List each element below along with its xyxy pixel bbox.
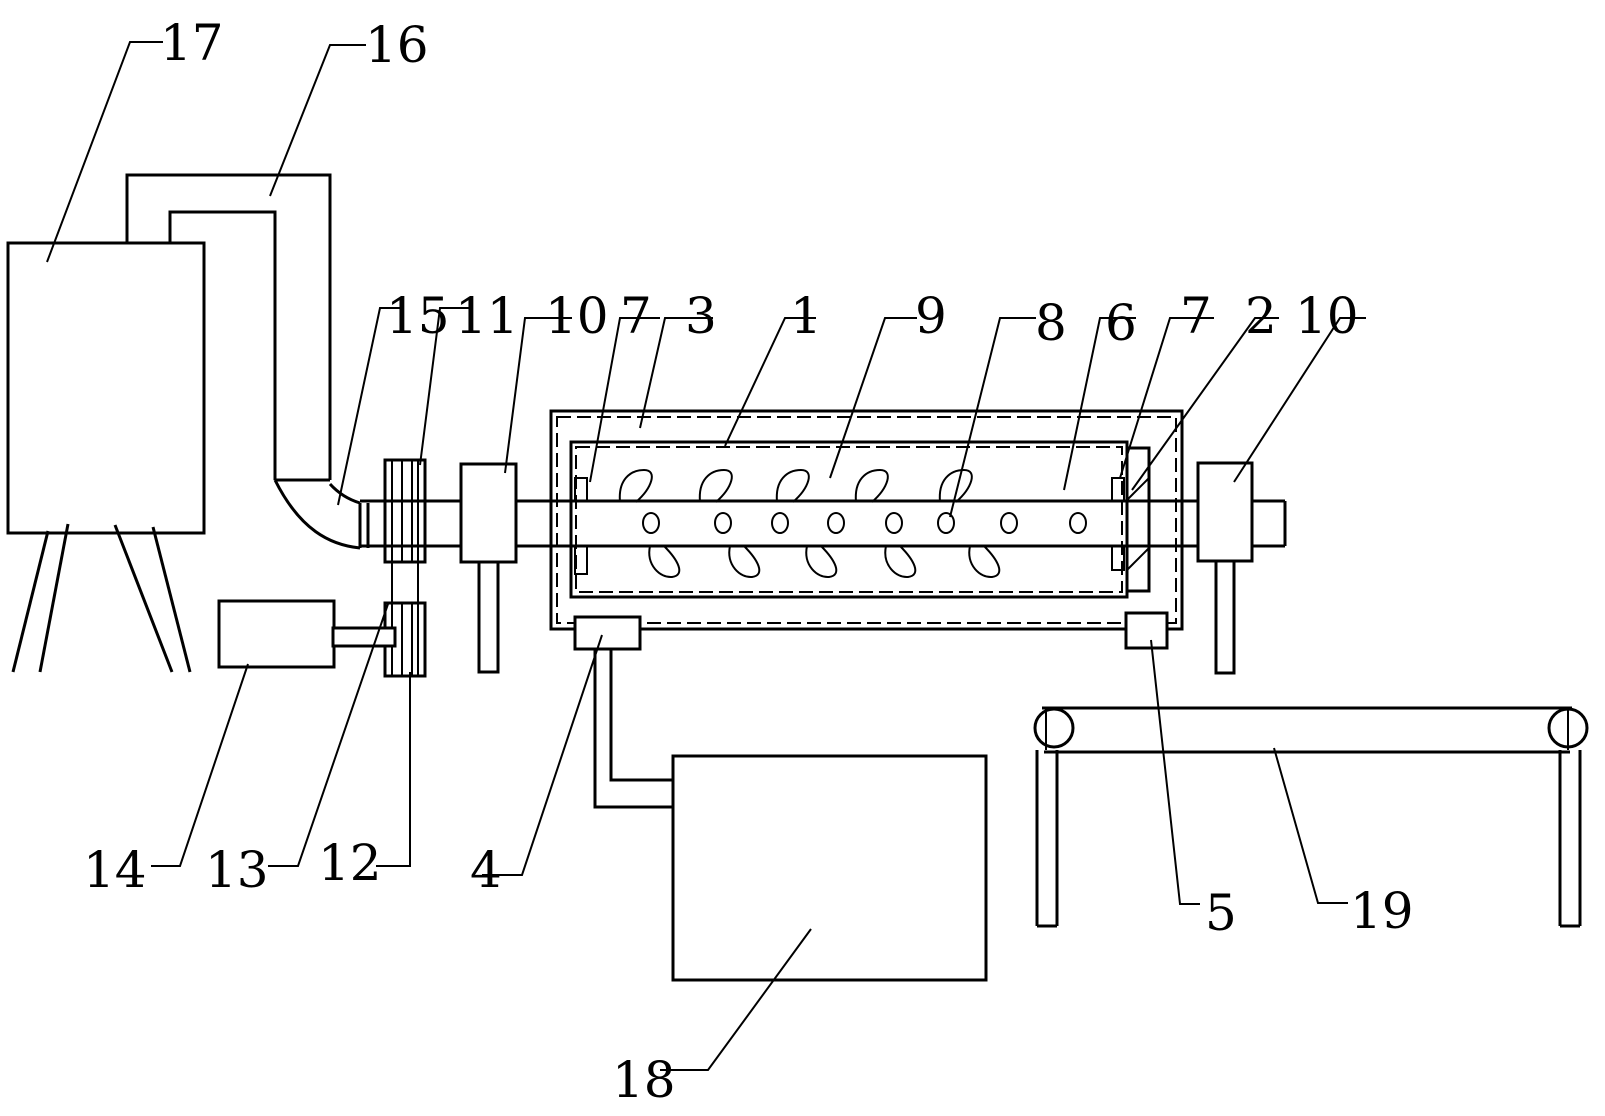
inner-drum-1	[569, 440, 1129, 599]
inlet-port-4	[573, 615, 642, 651]
label-12: 12	[318, 834, 382, 892]
spray-hole	[827, 512, 845, 534]
label-1: 1	[790, 287, 822, 345]
stirring-blade	[775, 468, 810, 503]
label-14: 14	[83, 841, 147, 899]
label-13: 13	[205, 841, 269, 899]
label-17: 17	[160, 14, 224, 72]
stirring-blade	[854, 468, 889, 503]
spray-hole	[1069, 512, 1087, 534]
outer-housing-3	[549, 409, 1184, 631]
label-5: 5	[1205, 884, 1237, 942]
leader-lines	[46, 41, 1366, 1071]
label-7-left: 7	[620, 287, 652, 345]
label-4: 4	[470, 841, 502, 899]
stirring-blade	[968, 545, 1001, 579]
label-16: 16	[365, 16, 429, 74]
bearing-support-10-right	[1196, 461, 1254, 675]
motor-14	[217, 599, 397, 669]
seal-ring-7	[574, 477, 1125, 575]
label-10-left: 10	[545, 287, 609, 345]
spray-hole	[1000, 512, 1018, 534]
label-10-right: 10	[1295, 287, 1359, 345]
stirring-blade	[938, 468, 973, 503]
tank-17	[6, 241, 206, 673]
label-3: 3	[685, 287, 717, 345]
label-6: 6	[1105, 294, 1137, 352]
label-2: 2	[1245, 287, 1277, 345]
label-11: 11	[455, 287, 519, 345]
end-plate-2	[1125, 446, 1151, 593]
pipe-16	[125, 173, 370, 550]
stirring-blade	[884, 545, 917, 579]
bearing-support-10-left	[459, 462, 518, 674]
label-9: 9	[915, 287, 947, 345]
label-15: 15	[386, 287, 450, 345]
conveyor-19	[1033, 706, 1589, 928]
labels: 17 16 15 11 10 7 3 1 9 8 6 7 2 10 14 13 …	[83, 14, 1414, 1109]
spray-hole	[771, 512, 789, 534]
label-19: 19	[1350, 882, 1414, 940]
stirring-blade	[805, 545, 838, 579]
stirring-blade	[698, 468, 733, 503]
spray-hole	[937, 512, 955, 534]
label-7-right: 7	[1180, 287, 1212, 345]
label-18: 18	[612, 1051, 676, 1109]
heater-unit-18	[593, 649, 988, 982]
stirring-blade	[618, 468, 653, 503]
stirring-blades-6	[618, 468, 1001, 579]
spray-hole	[885, 512, 903, 534]
stirring-blade	[728, 545, 761, 579]
spray-hole	[714, 512, 732, 534]
spray-holes-8	[642, 512, 1087, 534]
spray-hole	[642, 512, 660, 534]
outlet-port-5	[1124, 611, 1169, 650]
label-8: 8	[1035, 294, 1067, 352]
stirring-blade	[648, 545, 681, 579]
